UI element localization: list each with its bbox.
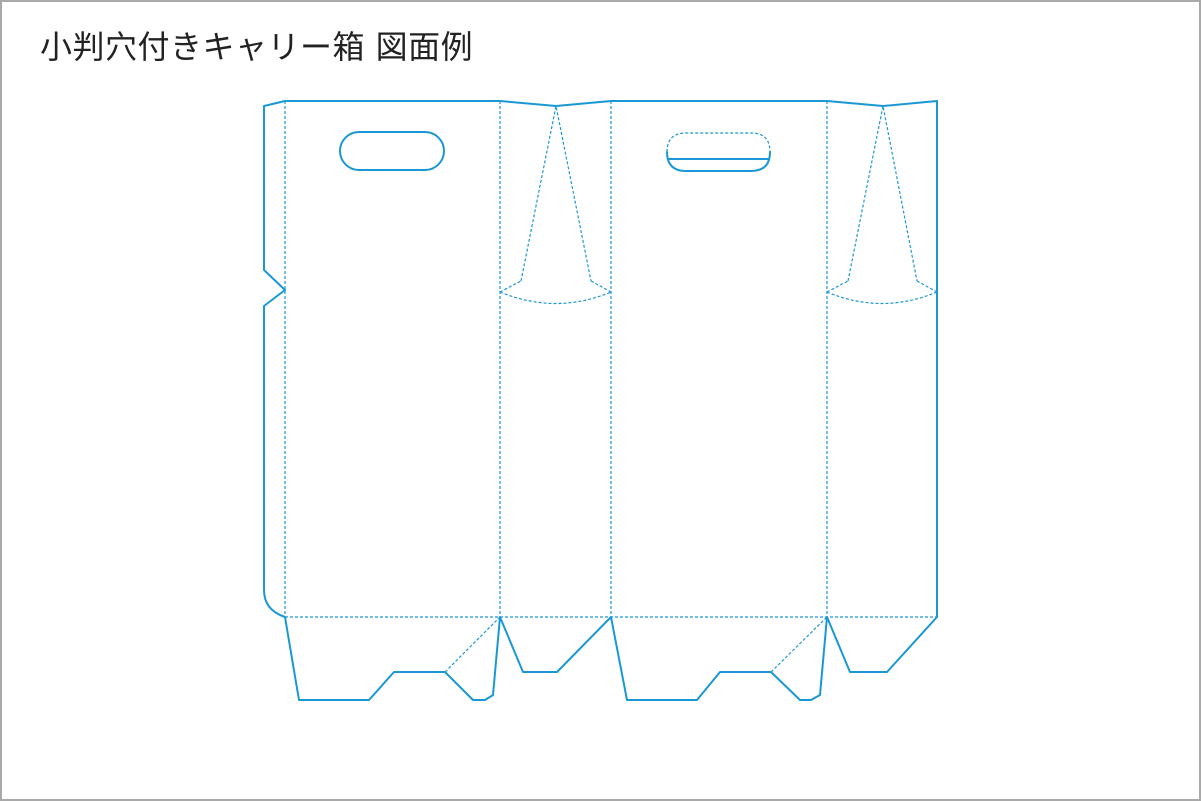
bottom-flap-fold-right [770,616,828,673]
handle-hole-right [666,151,771,172]
gusset-right-lines [826,280,938,305]
page-title: 小判穴付きキャリー箱 図面例 [40,28,474,66]
gusset-left-lines [499,280,612,305]
outer-cut-line [263,100,938,701]
gusset-left-triangle [520,105,592,282]
handle-hole-right-fold [666,132,771,153]
handle-hole-left [339,131,445,171]
bottom-flap-fold-left [444,616,501,673]
gusset-right-triangle [847,105,918,282]
